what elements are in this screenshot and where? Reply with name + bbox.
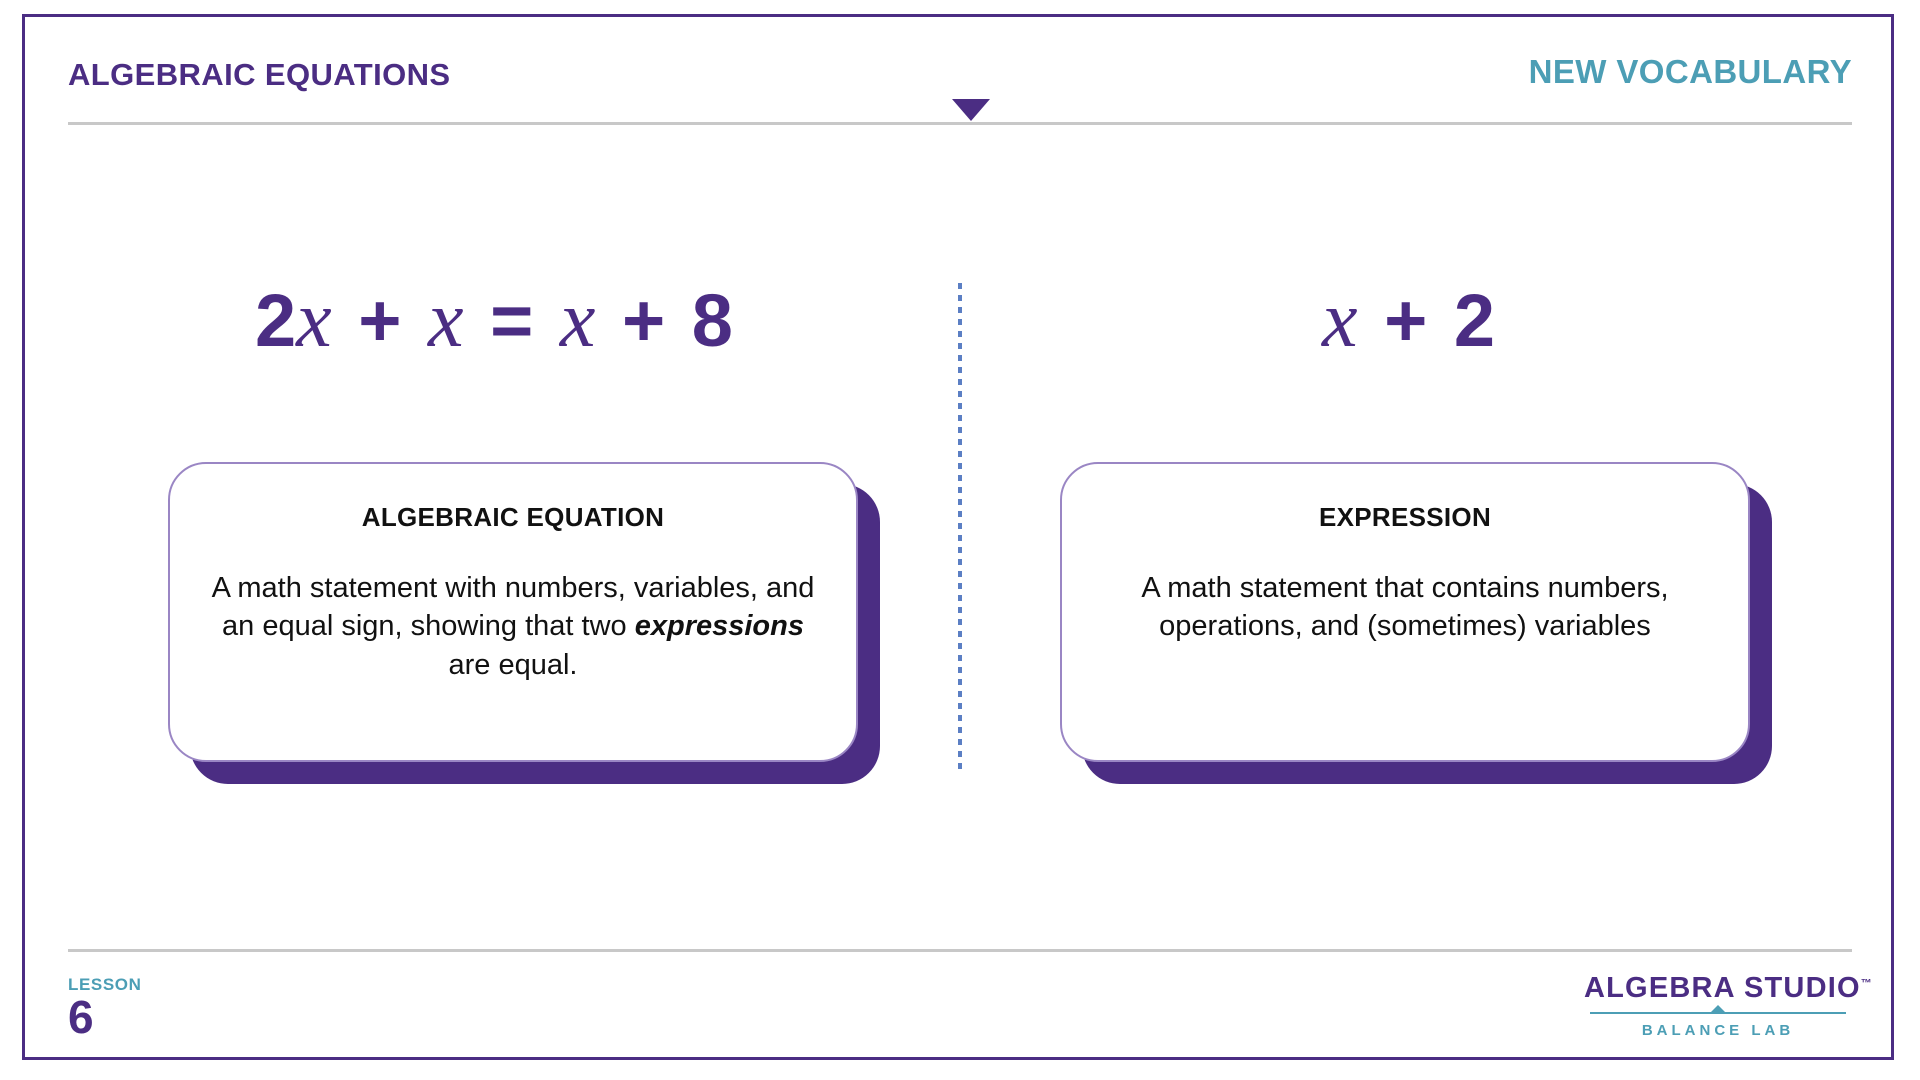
- card-surface: EXPRESSION A math statement that contain…: [1060, 462, 1750, 762]
- header-eyebrow: NEW VOCABULARY: [1528, 53, 1852, 90]
- logo-tagline: BALANCE LAB: [1641, 1022, 1795, 1039]
- equation-right-token-1: +: [1384, 279, 1428, 362]
- equation-left-token-6: +: [621, 279, 666, 362]
- equation-left-token-2: +: [358, 279, 402, 362]
- equation-right-token-0: x: [1322, 276, 1358, 364]
- equation-left-token-5: x: [559, 276, 596, 364]
- equation-left-token-3: x: [428, 276, 464, 364]
- lesson-label: LESSON: [68, 975, 142, 994]
- brand-logo: ALGEBRA STUDIO™ BALANCE LAB: [1584, 972, 1872, 1039]
- footer-divider: [68, 949, 1852, 952]
- logo-separator: [1584, 1005, 1852, 1020]
- equation-right: x + 2: [1322, 280, 1495, 360]
- card-body-emphasis: expressions: [634, 610, 804, 643]
- header-divider: [68, 122, 1852, 125]
- equation-right-token-2: 2: [1453, 279, 1496, 362]
- triangle-marker-icon: [952, 99, 990, 121]
- card-body-part-1: A math statement with numbers, variables…: [211, 572, 815, 643]
- definition-card-equation: ALGEBRAIC EQUATION A math statement with…: [168, 462, 880, 784]
- trademark-icon: ™: [1860, 977, 1872, 990]
- logo-wordmark: ALGEBRA STUDIO™: [1584, 972, 1872, 1005]
- card-title: ALGEBRAIC EQUATION: [361, 502, 665, 532]
- logo-triangle-icon: [1710, 1005, 1726, 1013]
- equation-left-token-7: 8: [691, 279, 733, 362]
- card-body-part-2: are equal.: [448, 648, 578, 681]
- logo-rule-line: [1590, 1012, 1846, 1014]
- page-title: ALGEBRAIC EQUATIONS: [68, 57, 451, 92]
- definition-card-expression: EXPRESSION A math statement that contain…: [1060, 462, 1772, 784]
- card-title: EXPRESSION: [1318, 502, 1492, 532]
- equation-left-token-0: 2: [255, 279, 297, 362]
- logo-wordmark-text: ALGEBRA STUDIO: [1584, 972, 1861, 1004]
- equation-left: 2x + x = x + 8: [255, 280, 733, 360]
- lesson-number: 6: [68, 991, 94, 1043]
- equation-left-token-1: x: [296, 276, 332, 364]
- card-surface: ALGEBRAIC EQUATION A math statement with…: [168, 462, 858, 762]
- card-body: A math statement with numbers, variables…: [197, 569, 828, 684]
- equation-left-token-4: =: [490, 279, 534, 362]
- column-divider: [958, 283, 962, 775]
- card-body: A math statement that contains numbers, …: [1141, 572, 1669, 643]
